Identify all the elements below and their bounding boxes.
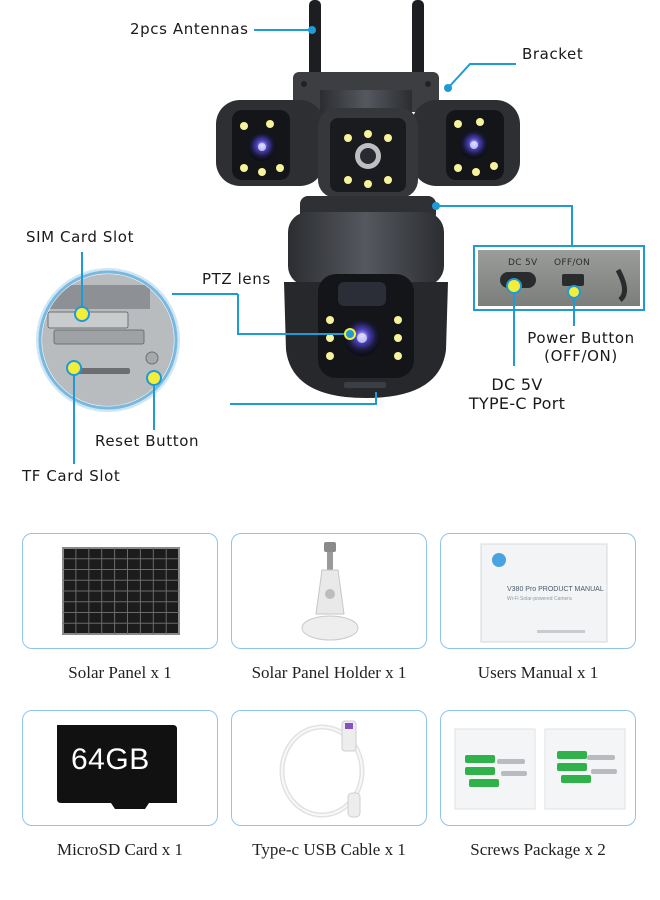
switch-print: OFF/ON — [554, 258, 591, 268]
dc-port-label-line1: DC 5V — [491, 375, 543, 394]
usb-cable-card — [231, 710, 427, 826]
dc-port-print: DC 5V — [508, 258, 538, 268]
power-button-label-line1: Power Button — [527, 329, 635, 347]
usb-cable-image — [279, 720, 365, 818]
screws-card — [440, 710, 636, 826]
port-panel — [473, 245, 645, 311]
dc-port-label-line2: TYPE-C Port — [468, 394, 566, 413]
reset-button-label: Reset Button — [95, 432, 200, 450]
sim-slot-label: SIM Card Slot — [26, 228, 135, 246]
antenna-left — [309, 0, 321, 92]
antennas-label: 2pcs Antennas — [130, 20, 249, 38]
screws-image — [454, 728, 626, 810]
solar-holder-caption: Solar Panel Holder x 1 — [251, 663, 407, 682]
left-camera-pod — [216, 100, 324, 186]
solar-panel-card — [22, 533, 218, 649]
card-slot-closeup — [36, 268, 180, 412]
manual-title: V380 Pro PRODUCT MANUAL — [507, 586, 604, 593]
microsd-image — [57, 725, 177, 809]
center-camera-pod — [318, 108, 418, 198]
solar-holder-card — [231, 533, 427, 649]
antenna-right — [412, 0, 424, 92]
microsd-capacity: 64GB — [71, 743, 150, 776]
bracket-label: Bracket — [522, 45, 584, 63]
usb-cable-caption: Type-c USB Cable x 1 — [252, 840, 406, 859]
solar-holder-image — [301, 542, 359, 641]
manual-subtitle: Wi-Fi Solar-powered Camera — [507, 596, 572, 602]
microsd-caption: MicroSD Card x 1 — [56, 840, 184, 859]
power-button-label-line2: (OFF/ON) — [544, 347, 618, 365]
dots — [66, 26, 581, 386]
solar-panel-image — [62, 547, 180, 635]
solar-panel-caption: Solar Panel x 1 — [68, 663, 172, 682]
users-manual-card: V380 Pro PRODUCT MANUAL Wi-Fi Solar-powe… — [440, 533, 636, 649]
ptz-lens-label: PTZ lens — [202, 270, 271, 288]
dc-port-label: DC 5V TYPE-C Port — [462, 375, 572, 413]
tf-slot-label: TF Card Slot — [22, 467, 121, 485]
right-camera-pod — [412, 100, 520, 186]
microsd-card: 64GB — [22, 710, 218, 826]
power-button-label: Power Button (OFF/ON) — [522, 329, 640, 365]
users-manual-image — [480, 543, 608, 643]
users-manual-caption: Users Manual x 1 — [477, 663, 599, 682]
screws-caption: Screws Package x 2 — [470, 840, 606, 859]
ptz-dome — [284, 212, 448, 398]
camera-diagram — [36, 0, 645, 464]
